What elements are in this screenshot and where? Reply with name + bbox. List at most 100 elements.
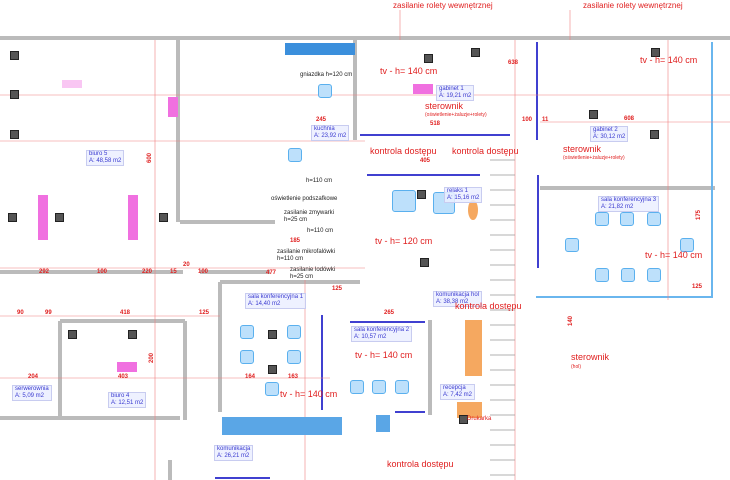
roller-blind-label: zasilanie rolety wewnętrznej [392, 1, 494, 10]
dimension: 418 [120, 310, 131, 316]
room-name: biuro 4 [111, 393, 130, 399]
controller-sublabel: (oświetlenie+żaluzje+rolety) [425, 112, 487, 118]
room-area: A: 14,40 m2 [248, 301, 281, 307]
socket-icon [10, 51, 19, 60]
socket-icon [650, 130, 659, 139]
room-name: komunikacja hol [436, 292, 480, 298]
chair-icon [318, 84, 332, 98]
tv-annotation: tv - h= 140 cm [640, 55, 698, 65]
dimension: 204 [28, 374, 39, 380]
socket-icon [420, 258, 429, 267]
room-area: A: 30,12 m2 [593, 134, 626, 140]
dimension: 638 [508, 60, 519, 66]
socket-icon [268, 365, 277, 374]
chair-icon [350, 380, 364, 394]
tv-annotation: tv - h= 140 cm [280, 389, 338, 399]
room-area: A: 7,42 m2 [443, 392, 473, 398]
controller-sublabel: (hol) [571, 364, 582, 370]
room-name: sala konferencyjna 3 [601, 197, 657, 203]
dimension: 125 [332, 286, 343, 292]
dimension: 125 [199, 310, 210, 316]
chair-icon [647, 268, 661, 282]
dimension: 100 [97, 269, 108, 275]
dimension: 90 [17, 310, 24, 316]
chair-icon [240, 325, 254, 339]
socket-icon [424, 54, 433, 63]
chair-icon [287, 350, 301, 364]
room-area: A: 10,57 m2 [354, 334, 387, 340]
dimension: 99 [45, 310, 52, 316]
tv-annotation: tv - h= 140 cm [645, 250, 703, 260]
chair-icon [565, 238, 579, 252]
room-area: A: 48,58 m2 [89, 158, 122, 164]
note-height: h=25 cm [284, 217, 308, 223]
room-area: A: 12,51 m2 [111, 400, 144, 406]
desk-marker [413, 84, 433, 94]
room-area: A: 23,92 m2 [314, 133, 347, 139]
dimension: 100 [522, 117, 533, 123]
dimension: 11 [542, 117, 549, 123]
room-area: A: 19,21 m2 [439, 93, 472, 99]
tv-annotation: tv - h= 140 cm [355, 350, 413, 360]
note-height: h=25 cm [290, 274, 314, 280]
room-name: sala konferencyjna 2 [354, 327, 410, 333]
note-text: zasilanie zmywarki [284, 210, 335, 216]
printer-label: Drukarka [467, 416, 492, 422]
room-area: A: 15,16 m2 [447, 195, 480, 201]
chair-icon [240, 350, 254, 364]
access-control-label: kontrola dostępu [387, 459, 454, 469]
room-name: gabinet 1 [439, 86, 464, 92]
dimension: 200 [149, 352, 156, 364]
controller-label: sterownik [425, 101, 464, 111]
access-control-label: kontrola dostępu [455, 301, 522, 311]
room-name: komunikacja [217, 446, 251, 452]
dimension: 405 [420, 158, 431, 164]
room-name: sala konferencyjna 1 [248, 294, 304, 300]
dimension: 265 [384, 310, 395, 316]
socket-icon [55, 213, 64, 222]
dimension: 175 [696, 209, 703, 221]
socket-icon [68, 330, 77, 339]
socket-icon [128, 330, 137, 339]
desk-marker [168, 97, 178, 117]
chair-icon [372, 380, 386, 394]
chair-icon [288, 148, 302, 162]
room-name: recepcja [443, 385, 466, 391]
controller-sublabel: (oświetlenie+żaluzje+rolety) [563, 155, 625, 161]
room-area: A: 21,82 m2 [601, 204, 634, 210]
dimension: 20 [183, 262, 190, 268]
dimension: 125 [692, 284, 703, 290]
room-name: gabinet 2 [593, 127, 618, 133]
socket-icon [10, 90, 19, 99]
room-name: biuro 5 [89, 151, 108, 157]
socket-icon [417, 190, 426, 199]
socket-icon [8, 213, 17, 222]
chair-icon [265, 382, 279, 396]
socket-icon [10, 130, 19, 139]
room-name: kuchnia [314, 126, 335, 132]
socket-icon [651, 48, 660, 57]
access-control-label: kontrola dostępu [370, 146, 437, 156]
chair-icon [620, 212, 634, 226]
dimension: 245 [316, 117, 327, 123]
note-text: zasilanie mikrofalówki [277, 249, 336, 255]
cabinet-lighting-note: oświetlenie podszafkowe [271, 196, 338, 202]
dimension: 220 [142, 269, 153, 275]
armchair-icon [392, 190, 416, 212]
room-name: serwerownia [15, 386, 49, 392]
chair-icon [621, 268, 635, 282]
chair-icon [287, 325, 301, 339]
socket-icon [268, 330, 277, 339]
tv-annotation: tv - h= 120 cm [375, 236, 433, 246]
room-area: A: 5,09 m2 [15, 393, 45, 399]
dimension: 518 [430, 121, 441, 127]
controller-label: sterownik [571, 352, 610, 362]
